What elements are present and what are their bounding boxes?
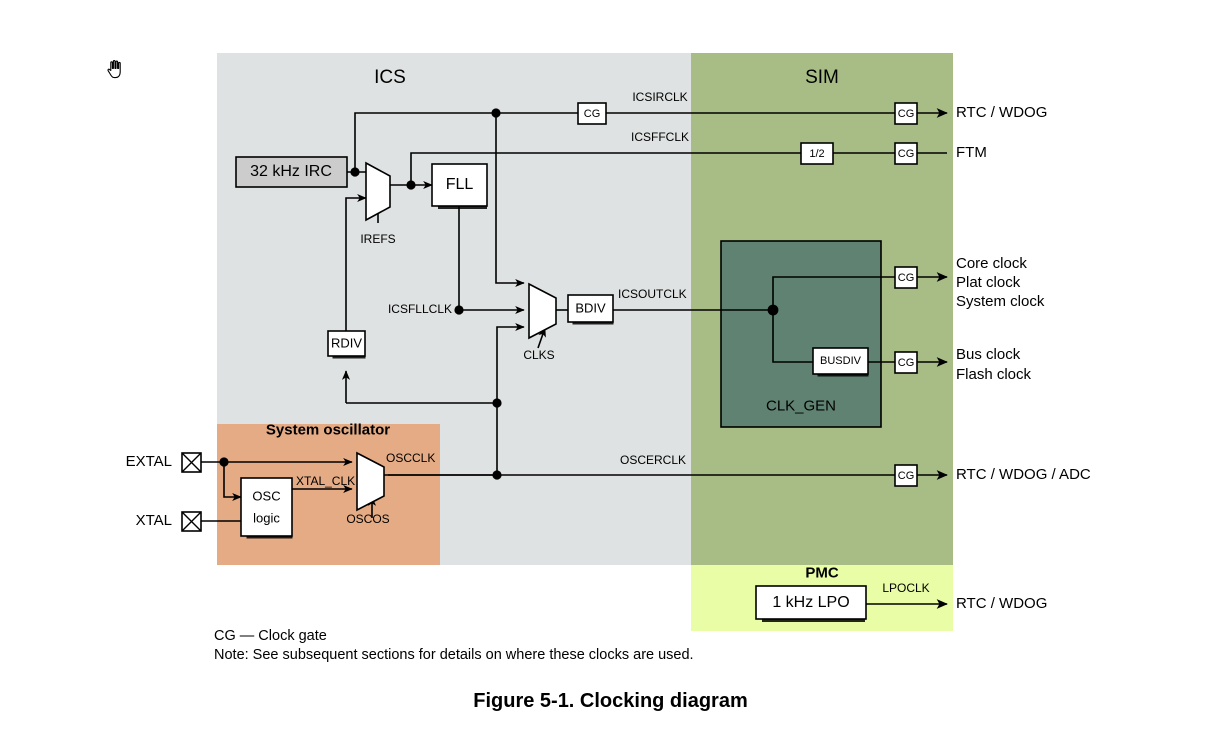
- signal-label-oscclk: OSCCLK: [386, 451, 435, 465]
- output-label-rtc-wdog-adc: RTC / WDOG / ADC: [956, 466, 1091, 483]
- pin-symbol-extal[interactable]: [181, 452, 202, 473]
- signal-label-icsffclk: ICSFFCLK: [631, 130, 689, 144]
- panel-label-system-oscillator: System oscillator: [266, 421, 390, 438]
- block-osc-logic[interactable]: [240, 477, 293, 537]
- junction-dot-extal: [219, 457, 229, 467]
- figure-notes: CG — Clock gate Note: See subsequent sec…: [214, 627, 694, 665]
- block-label-lpo: 1 kHz LPO: [772, 594, 849, 611]
- cg-label-bus-clock: CG: [898, 357, 915, 369]
- signal-label-lpoclk: LPOCLK: [882, 581, 929, 595]
- junction-dot-icsfllclk: [454, 305, 464, 315]
- cg-label-icsirclk: CG: [584, 108, 601, 120]
- panel-label-pmc: PMC: [805, 564, 839, 581]
- panel-label-ics: ICS: [374, 67, 406, 88]
- block-rdiv[interactable]: [327, 330, 366, 357]
- block-label-busdiv: BUSDIV: [820, 355, 862, 367]
- cg-label-core-clock: CG: [898, 272, 915, 284]
- output-label-ftm: FTM: [956, 144, 987, 161]
- signal-label-icsoutclk: ICSOUTCLK: [618, 287, 687, 301]
- note-subsequent-sections: Note: See subsequent sections for detail…: [214, 647, 694, 663]
- block-fll[interactable]: [431, 163, 488, 207]
- output-label-rtc-wdog: RTC / WDOG: [956, 104, 1047, 121]
- cg-gate-ftm[interactable]: [894, 142, 918, 165]
- wire-oscclk-to-clks-mux: [496, 322, 525, 475]
- wire-irc-to-icsirclk: [354, 112, 496, 172]
- mux-irefs[interactable]: [365, 161, 391, 222]
- signal-label-icsirclk: ICSIRCLK: [632, 90, 687, 104]
- output-label-rtc-wdog-lpo: RTC / WDOG: [956, 595, 1047, 612]
- block-bdiv[interactable]: [567, 294, 614, 323]
- cg-label-oscerclk: CG: [898, 470, 915, 482]
- junction-dot-rdiv-feed: [492, 398, 502, 408]
- note-cg-legend: CG — Clock gate: [214, 628, 327, 644]
- block-label-half-divider: 1/2: [809, 148, 824, 160]
- cg-gate-rtc-wdog[interactable]: [894, 102, 918, 125]
- cg-label-ftm: CG: [898, 148, 915, 160]
- output-label-core-clock: Core clock: [956, 255, 1027, 272]
- wire-icsirclk-to-clks-mux: [495, 113, 525, 288]
- cg-gate-oscerclk[interactable]: [894, 464, 918, 487]
- wire-clks-select: [537, 327, 546, 349]
- wire-clkgen-bus-branch: [772, 310, 813, 363]
- panel-label-clk-gen: CLK_GEN: [766, 397, 836, 414]
- mux-select-label-clks: CLKS: [523, 348, 554, 362]
- signal-label-icsfllclk: ICSFLLCLK: [388, 302, 452, 316]
- block-label-fll: FLL: [446, 176, 474, 193]
- cg-gate-icsirclk[interactable]: [577, 102, 607, 125]
- pin-label-extal: EXTAL: [126, 453, 172, 470]
- output-label-plat-clock: Plat clock: [956, 274, 1021, 291]
- block-half-divider[interactable]: [800, 142, 834, 165]
- wire-icsffclk-rail: [410, 152, 947, 185]
- output-label-system-clock: System clock: [956, 293, 1045, 310]
- block-label-rdiv: RDIV: [331, 335, 362, 350]
- block-1khz-lpo[interactable]: [755, 585, 867, 620]
- mux-select-label-oscos: OSCOS: [346, 512, 389, 526]
- wire-rdiv-to-mux: [345, 193, 367, 332]
- wire-clkgen-core-branch: [772, 276, 895, 310]
- output-label-bus-clock: Bus clock: [956, 346, 1021, 363]
- panel-label-sim: SIM: [805, 67, 839, 88]
- junction-dot-oscerclk: [492, 470, 502, 480]
- signal-label-oscerclk: OSCERCLK: [620, 453, 686, 467]
- junction-dot-icsffclk: [406, 180, 416, 190]
- panel-clk-gen: [720, 240, 882, 428]
- junction-dot-icsirclk: [491, 108, 501, 118]
- output-label-flash-clock: Flash clock: [956, 366, 1032, 383]
- figure-caption: Figure 5-1. Clocking diagram: [473, 690, 748, 712]
- mux-clks[interactable]: [528, 282, 557, 340]
- signal-label-xtal-clk: XTAL_CLK: [296, 474, 355, 488]
- pin-label-xtal: XTAL: [136, 512, 172, 529]
- wire-extal-to-osc-logic: [223, 462, 242, 502]
- block-busdiv[interactable]: [812, 347, 869, 375]
- block-32khz-irc[interactable]: [235, 156, 348, 188]
- junction-dot-irc: [350, 167, 360, 177]
- cg-label-rtc-wdog: CG: [898, 108, 915, 120]
- pin-symbol-xtal[interactable]: [181, 511, 202, 532]
- block-label-irc: 32 kHz IRC: [250, 163, 332, 180]
- block-label-osc-line1: OSC: [252, 488, 280, 503]
- block-label-bdiv: BDIV: [575, 300, 606, 315]
- mux-oscos[interactable]: [356, 451, 385, 512]
- mux-select-label-irefs: IREFS: [360, 232, 395, 246]
- block-label-osc-line2: logic: [253, 510, 280, 525]
- junction-dot-clkgen: [767, 304, 779, 316]
- cg-gate-core-clock[interactable]: [894, 266, 918, 289]
- cg-gate-bus-clock[interactable]: [894, 351, 918, 374]
